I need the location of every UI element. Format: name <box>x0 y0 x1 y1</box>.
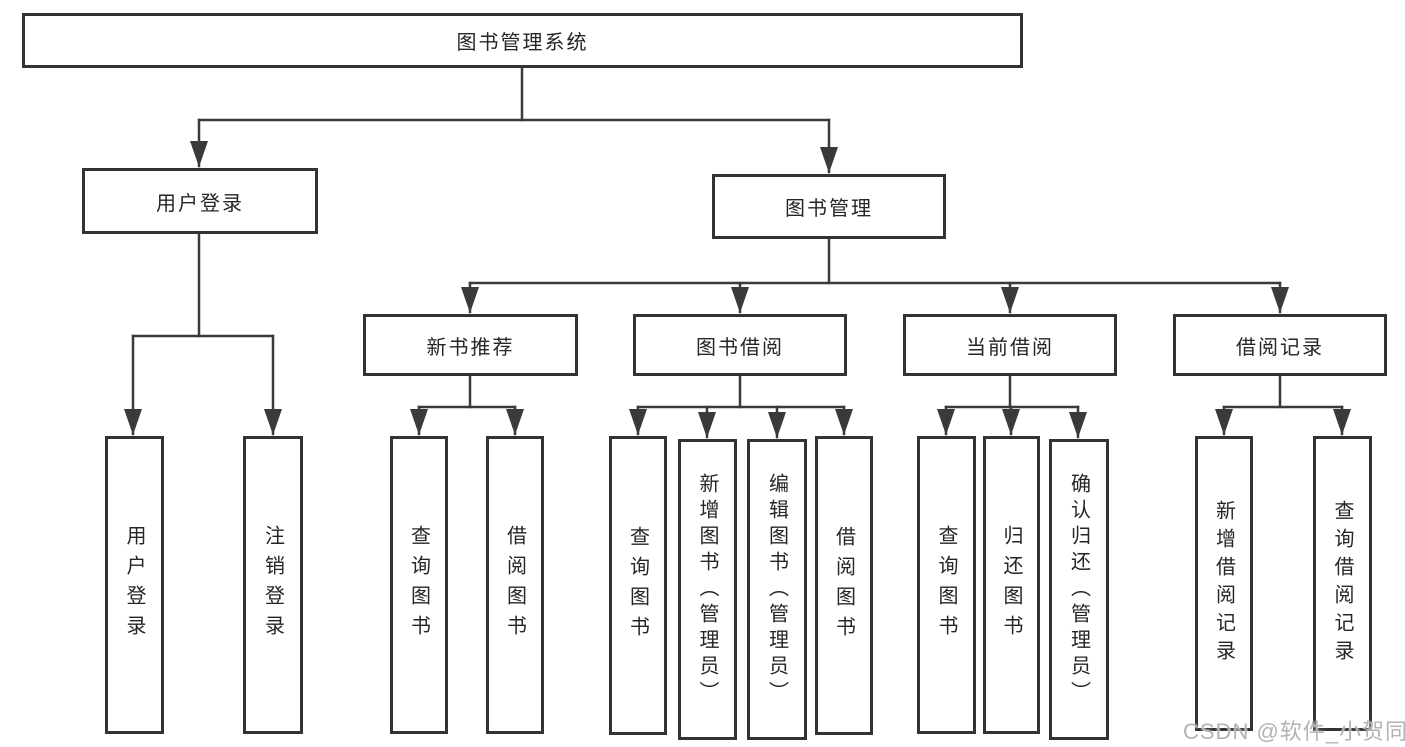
leaf-return-books: 归还图书 <box>983 436 1040 734</box>
leaf-borrow-books-2: 借阅图书 <box>815 436 873 735</box>
leaf-add-books-admin: 新增图书（管理员） <box>678 439 737 740</box>
node-current-borrowing: 当前借阅 <box>903 314 1117 376</box>
leaf-logout: 注销登录 <box>243 436 303 734</box>
node-new-book-recommend: 新书推荐 <box>363 314 578 376</box>
node-book-borrowing: 图书借阅 <box>633 314 847 376</box>
leaf-confirm-return-admin: 确认归还（管理员） <box>1049 439 1109 740</box>
node-library-management-system: 图书管理系统 <box>22 13 1023 68</box>
leaf-query-books: 查询图书 <box>390 436 448 734</box>
leaf-add-borrow-record: 新增借阅记录 <box>1195 436 1253 731</box>
leaf-edit-books-admin: 编辑图书（管理员） <box>747 439 807 740</box>
csdn-watermark: CSDN @软件_小贺同学 <box>1183 719 1405 744</box>
node-book-management: 图书管理 <box>712 174 946 239</box>
leaf-query-books-3: 查询图书 <box>917 436 976 734</box>
node-user-login: 用户登录 <box>82 168 318 234</box>
node-borrowing-records: 借阅记录 <box>1173 314 1387 376</box>
leaf-user-login: 用户登录 <box>105 436 164 734</box>
leaf-query-books-2: 查询图书 <box>609 436 667 735</box>
leaf-query-borrow-record: 查询借阅记录 <box>1313 436 1372 731</box>
leaf-borrow-books: 借阅图书 <box>486 436 544 734</box>
